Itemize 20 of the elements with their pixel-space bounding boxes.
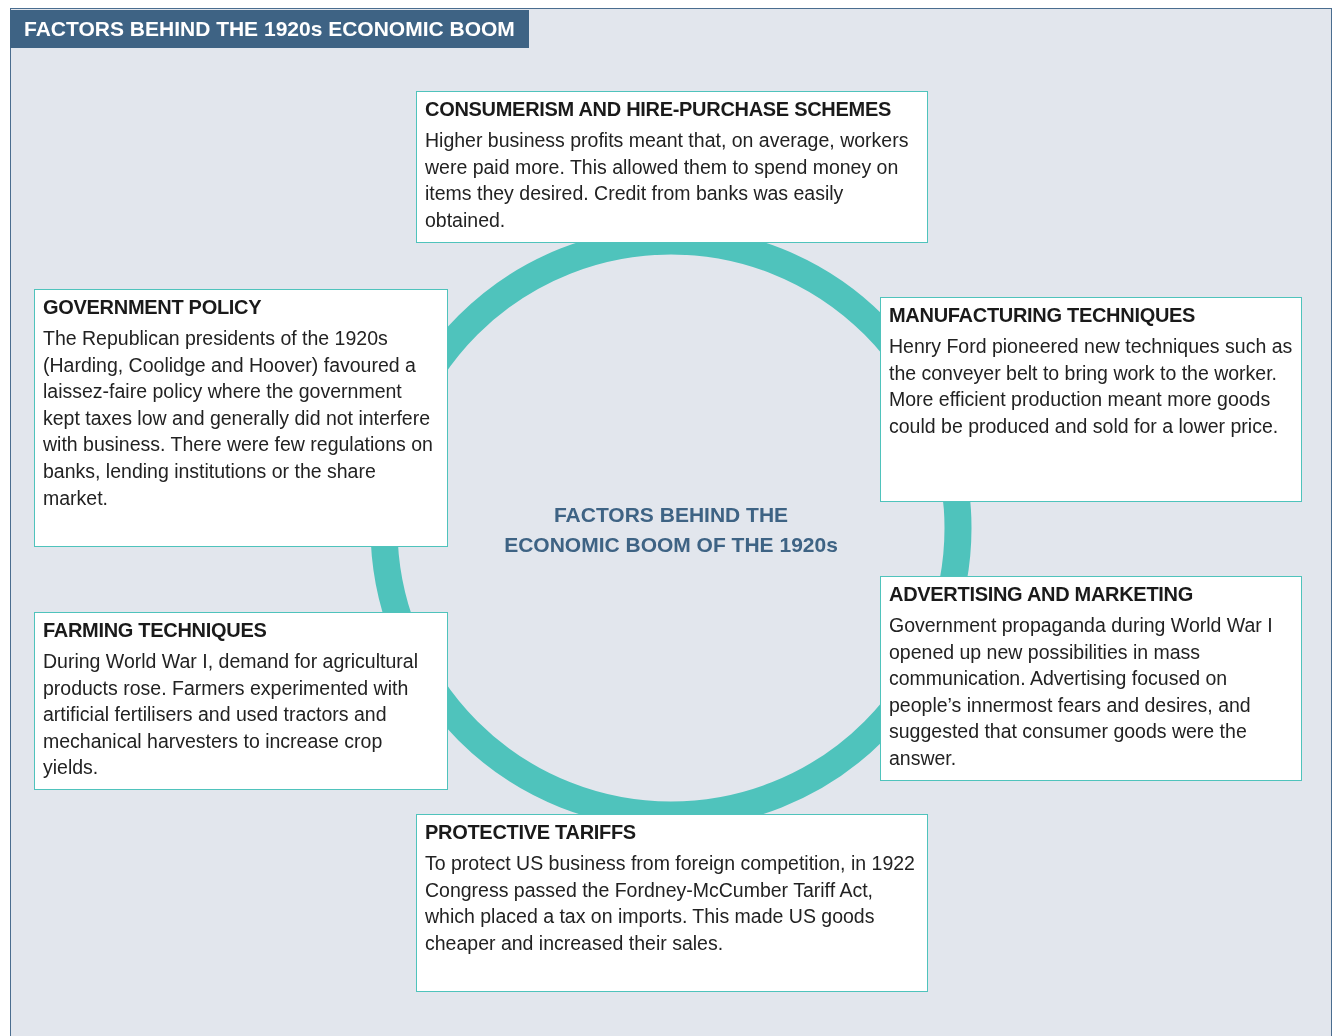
text-box <box>34 289 448 547</box>
box-heading: ADVERTISING AND MARKETING <box>889 583 1194 606</box>
box-heading: PROTECTIVE TARIFFS <box>425 821 637 844</box>
box-text: Government propaganda during World War I opened up new possibilities in mass communication. Advertising focused on people’s innermost fears and desires, and suggested that consumer goods were the answer. <box>889 613 1274 771</box>
text-box <box>880 576 1302 781</box>
box-text: The Republican presidents of the 1920s (Harding, Coolidge and Hoover) favoured a laissez-faire policy where the government kept taxes low and generally did not interfere with business. There were few regulations on banks, lending institutions or the share market. <box>43 326 434 511</box>
box-heading: MANUFACTURING TECHNIQUES <box>889 304 1197 327</box>
text-box <box>34 612 448 790</box>
title: FACTORS BEHIND THE 1920s ECONOMIC BOOM <box>10 10 529 48</box>
box-text: Higher business profits meant that, on average, workers were paid more. This allowed them to spend money on items they desired. Credit from banks was easily obtained. <box>425 128 910 233</box>
text-box <box>880 297 1302 502</box>
box-heading: CONSUMERISM AND HIRE-PURCHASE SCHEMES <box>425 98 892 121</box>
text-box <box>416 814 928 992</box>
box-heading: FARMING TECHNIQUES <box>43 619 268 642</box>
box-text: During World War I, demand for agricultural products rose. Farmers experimented with artificial fertilisers and used tractors and mechanical harvesters to increase crop yields. <box>43 649 419 781</box>
text-box <box>416 91 928 243</box>
box-heading: GOVERNMENT POLICY <box>43 296 263 319</box>
box-text: To protect US business from foreign competition, in 1922 Congress passed the Fordney-McCumber Tariff Act, which placed a tax on imports. This made US goods cheaper and increased their sales. <box>425 851 916 956</box>
box-text: Henry Ford pioneered new techniques such as the conveyer belt to bring work to the worker. More efficient production meant more goods could be produced and sold for a lower price. <box>889 334 1293 439</box>
center-heading: FACTORS BEHIND THE ECONOMIC BOOM OF THE 1920s <box>503 502 839 558</box>
